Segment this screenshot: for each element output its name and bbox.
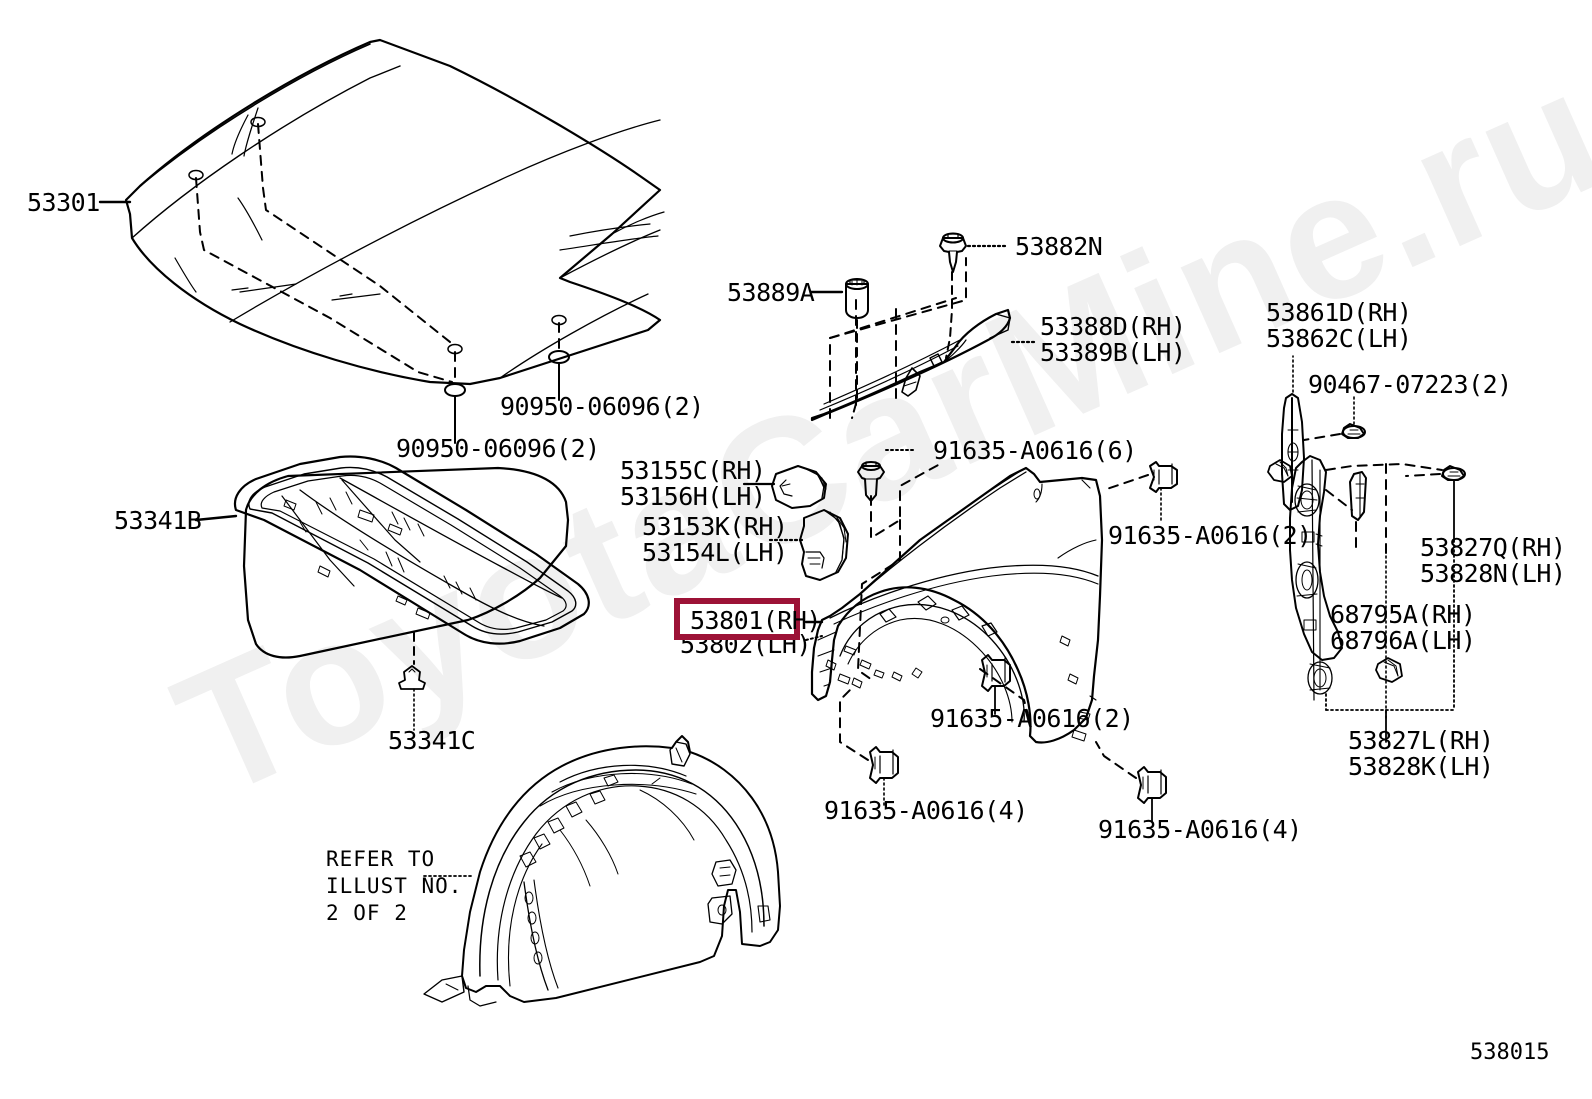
fender-seal-clip [1341, 423, 1366, 439]
label-hood-hinge-bolt-left: 90950-06096(2) [396, 434, 600, 463]
label-cowl-side-panel-lh: 53389B(LH) [1040, 338, 1186, 367]
cowl-clip-53882N [939, 232, 967, 273]
insulator-label-leader [194, 514, 238, 522]
label-hood-insulator-clip: 53341C [388, 726, 476, 755]
bracket-group-lines [1325, 539, 1455, 711]
hood-bolt-leaders [195, 123, 560, 383]
fender-liner-outline [423, 735, 781, 1007]
hood-insulator-outline [242, 466, 570, 659]
refer-note-line-2: ILLUST NO. [326, 874, 463, 898]
bracket-piece-right [1375, 657, 1403, 683]
hood-outline [124, 38, 665, 386]
hood-bolt-label-leaders [454, 362, 560, 444]
label-fender-pad-upper-rh: 53155C(RH) [620, 456, 766, 485]
label-fender-bolt-rear: 91635-A0616(4) [1098, 815, 1302, 844]
label-fender-seal-clip: 90467-07223(2) [1308, 370, 1512, 399]
label-hood-insulator: 53341B [114, 506, 202, 535]
bracket-clip-right [1441, 465, 1466, 481]
fender-pad-upper [771, 465, 827, 509]
label-cowl-clip: 53882N [1015, 232, 1103, 261]
fender-seal-part [1281, 393, 1305, 511]
fender-bolt-front [869, 746, 899, 784]
cowl-plug-53889A [845, 278, 869, 319]
label-fender-bracket-upper-lh: 53828N(LH) [1420, 559, 1566, 588]
hood-bolt-holes [188, 116, 567, 355]
fender-bolt-rear [1137, 766, 1167, 804]
label-fender-bracket-lower-rh: 53827L(RH) [1348, 726, 1494, 755]
label-fender-bolt-mid: 91635-A0616(2) [930, 704, 1134, 733]
label-liner-bracket-rh: 68795A(RH) [1330, 600, 1476, 629]
label-cowl-seal-plug: 53889A [727, 278, 815, 307]
label-fender-bolt-side: 91635-A0616(2) [1108, 521, 1312, 550]
label-fender-pad-lower-lh: 53154L(LH) [642, 538, 788, 567]
label-fender-bracket-lower-lh: 53828K(LH) [1348, 752, 1494, 781]
fender-pad-lower [799, 509, 849, 581]
drawing-number: 538015 [1470, 1040, 1550, 1065]
label-fender-seal-rh: 53861D(RH) [1266, 298, 1412, 327]
insulator-clip [398, 665, 426, 690]
selected-part-highlight[interactable]: 53801(RH) [674, 598, 821, 640]
bracket-upper-small [1349, 471, 1367, 521]
liner-bracket-part [1289, 455, 1343, 701]
selected-part-number: 53801(RH) [690, 606, 821, 635]
cowl-side-trim [810, 308, 1012, 422]
label-fender-bolt-top: 91635-A0616(6) [933, 436, 1137, 465]
hood-insulator-art [233, 455, 590, 645]
fender-bolt-top [857, 461, 885, 502]
label-fender-bracket-upper-rh: 53827Q(RH) [1420, 533, 1566, 562]
fender-bolt-mid [981, 654, 1011, 692]
label-fender-pad-lower-rh: 53153K(RH) [642, 512, 788, 541]
fender-panel-outline [810, 466, 1104, 744]
label-liner-bracket-lh: 68796A(LH) [1330, 626, 1476, 655]
bracket-piece-left [1267, 459, 1293, 483]
refer-note-line-3: 2 OF 2 [326, 901, 408, 925]
label-fender-pad-upper-lh: 53156H(LH) [620, 482, 766, 511]
fender-bolt-side [1149, 461, 1178, 493]
label-fender-bolt-front: 91635-A0616(4) [824, 796, 1028, 825]
refer-note-line-1: REFER TO [326, 847, 436, 871]
label-cowl-side-panel-rh: 53388D(RH) [1040, 312, 1186, 341]
label-fender-seal-lh: 53862C(LH) [1266, 324, 1412, 353]
label-hood-hinge-bolt-right: 90950-06096(2) [500, 392, 704, 421]
label-hood: 53301 [27, 188, 100, 217]
